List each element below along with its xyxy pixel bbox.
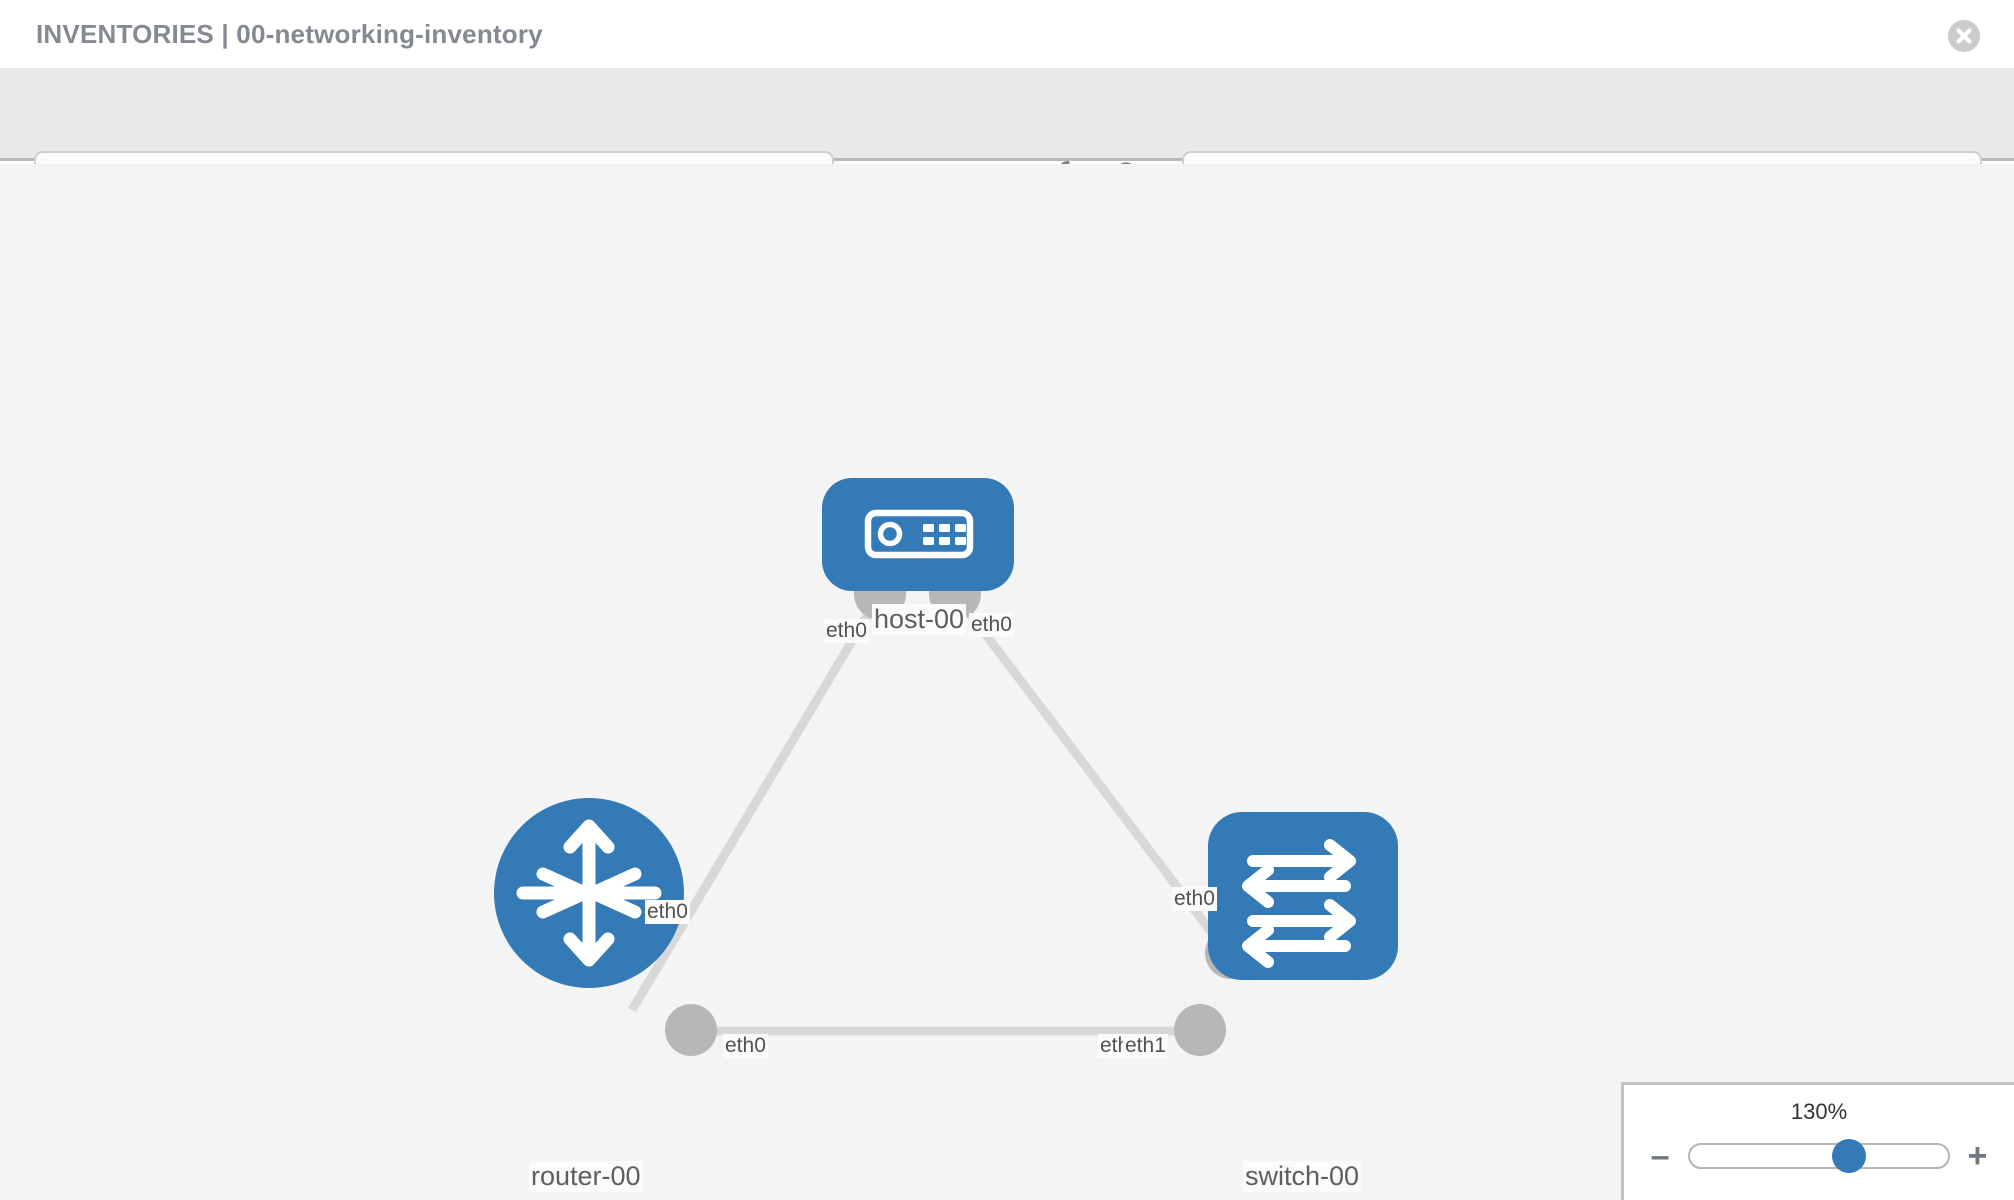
topology-canvas[interactable]: host-00 router-00 switch-00 eth0 eth0 et… xyxy=(0,164,2014,1200)
iface-label-host00-right: eth0 xyxy=(969,613,1014,637)
topology-graph xyxy=(494,478,1398,1056)
link-group xyxy=(628,591,1232,1036)
iface-label-link-host-router: eth0 xyxy=(645,900,690,924)
endpoint-switch00-west xyxy=(1174,1004,1226,1056)
zoom-level-value: 130% xyxy=(1790,1099,1848,1124)
iface-label-router00-east: eth0 xyxy=(723,1034,768,1058)
close-icon[interactable] xyxy=(1946,18,1982,54)
node-host-00[interactable] xyxy=(822,478,1014,591)
iface-label-switch00-west-b: eth1 xyxy=(1123,1034,1168,1058)
node-switch-00[interactable] xyxy=(1208,812,1398,980)
node-label-switch-00: switch-00 xyxy=(1243,1161,1362,1192)
zoom-slider-row: – + xyxy=(1624,1139,2014,1173)
toolbar: ACTIONS SEARCH xyxy=(0,68,2014,203)
zoom-slider-track[interactable] xyxy=(1687,1139,1950,1173)
node-label-router-00: router-00 xyxy=(529,1161,643,1192)
zoom-control-panel: 130% – + xyxy=(1621,1082,2014,1200)
link-host00-router00 xyxy=(628,591,884,1013)
node-router-00[interactable] xyxy=(494,798,684,988)
zoom-slider-thumb[interactable] xyxy=(1832,1139,1867,1173)
page-title: INVENTORIES | 00-networking-inventory xyxy=(36,18,543,49)
endpoint-router00-east xyxy=(665,1004,717,1056)
node-label-host-00: host-00 xyxy=(872,604,967,635)
zoom-in-button[interactable]: + xyxy=(1967,1137,1988,1175)
zoom-out-button[interactable]: – xyxy=(1650,1137,1670,1175)
page-header: INVENTORIES | 00-networking-inventory xyxy=(0,0,2014,68)
iface-label-link-host-switch: eth0 xyxy=(1172,887,1217,911)
iface-label-host00-left: eth0 xyxy=(824,619,869,643)
